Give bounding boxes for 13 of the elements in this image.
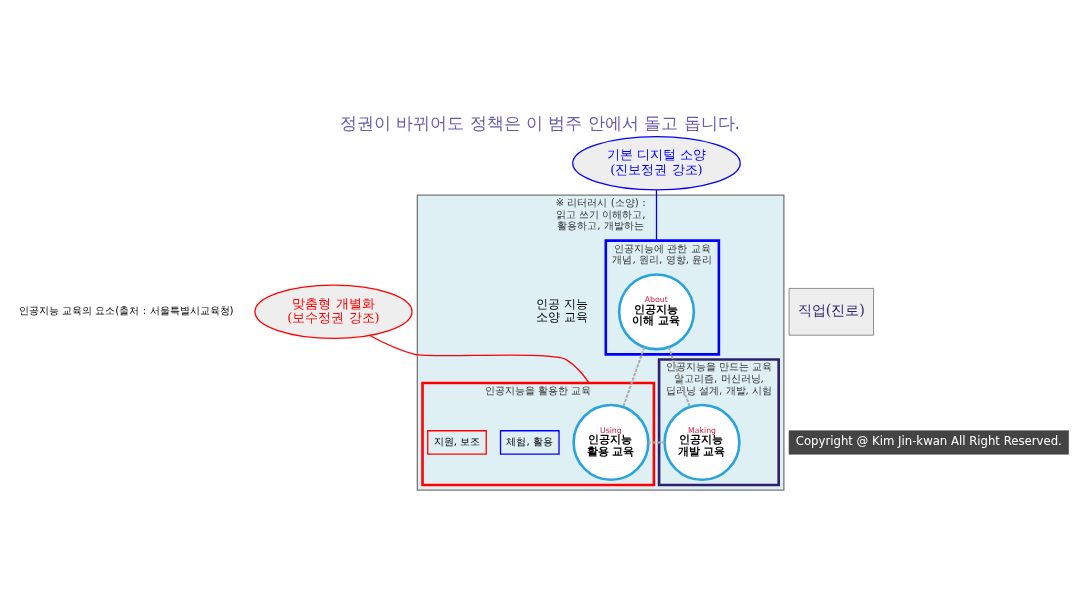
node-ellipse: 기본 디지털 소양 (진보정권 강조) — [572, 136, 741, 191]
node-box: 직업(진로) — [788, 288, 874, 336]
connector — [655, 189, 658, 242]
diagram-title: 정권이 바뀌어도 정책은 이 범주 안에서 돌고 돕니다. — [340, 112, 740, 133]
node-ellipse: 맞춤형 개별화 (보수정권 강조) — [254, 284, 413, 340]
label: 인공 지능 소양 교육 — [536, 297, 589, 325]
node-box: 체험, 활용 — [499, 430, 560, 455]
node-box: 지원, 보조 — [427, 430, 487, 455]
caption: Copyright @ Kim Jin-kwan All Right Reserved. — [795, 434, 1062, 449]
connector — [622, 346, 646, 408]
connector — [647, 441, 666, 444]
connector — [369, 334, 590, 384]
label: 인공지능 교육의 요소(출처 : 서울특별시교육청) — [18, 304, 234, 317]
